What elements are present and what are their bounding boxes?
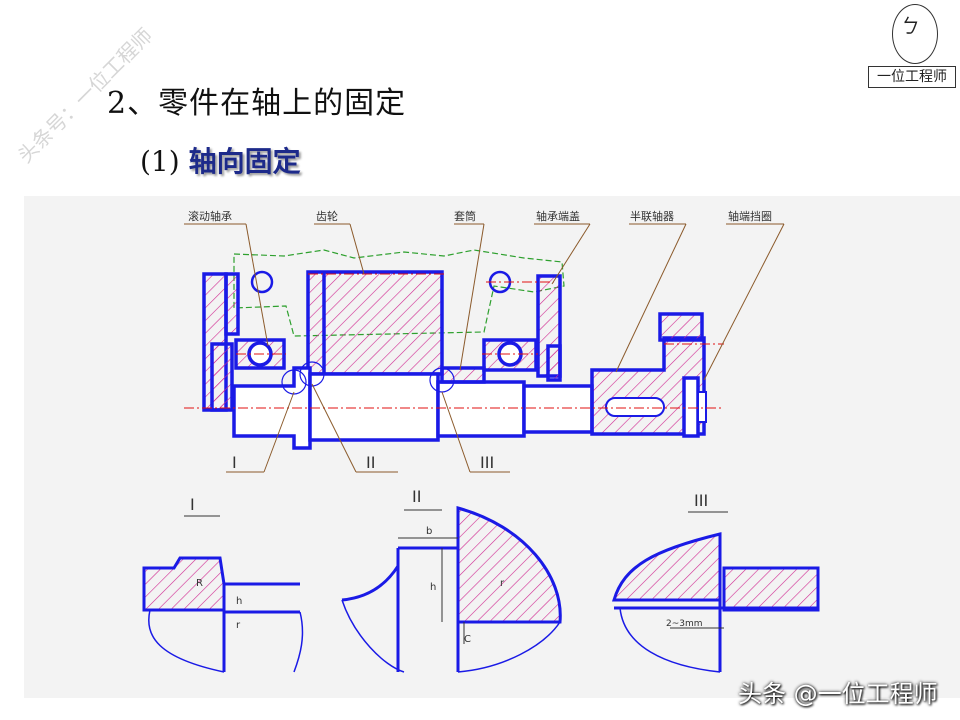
detail-1-title: I — [190, 495, 195, 514]
detail-1: I R h r — [142, 495, 304, 673]
logo-circle — [892, 4, 938, 64]
leader-lines — [184, 223, 785, 473]
logo-mark: ㄅ — [898, 14, 918, 38]
label-r1: I — [232, 453, 237, 472]
label-gear: 齿轮 — [316, 209, 338, 223]
detail-circles — [281, 361, 455, 395]
subtitle: (1) 轴向固定 — [140, 140, 301, 180]
label-cover: 轴承端盖 — [536, 209, 580, 223]
detail-1-r: r — [236, 620, 241, 631]
detail-2-title: II — [412, 487, 421, 506]
label-r2: II — [366, 453, 375, 472]
detail-1-R: R — [196, 578, 203, 589]
logo-text: 一位工程师 — [868, 66, 956, 88]
detail-2-c: C — [464, 634, 471, 645]
detail-2: II b h r C — [341, 487, 562, 673]
gear — [306, 270, 444, 376]
detail-3: III 2~3mm — [611, 491, 820, 673]
detail-2-b: b — [426, 526, 432, 537]
logo: ㄅ 一位工程师 — [868, 4, 958, 88]
center-lines — [184, 273, 724, 409]
label-endplate: 轴端挡圈 — [728, 209, 772, 223]
end-plate — [682, 376, 700, 438]
diagram-svg: 滚动轴承 齿轮 套筒 轴承端盖 半联轴器 轴端挡圈 I II III I — [142, 209, 820, 673]
label-bearing: 滚动轴承 — [188, 209, 232, 223]
detail-3-gap: 2~3mm — [666, 619, 703, 629]
footer-watermark: 头条 @一位工程师 — [738, 680, 938, 708]
label-sleeve: 套筒 — [454, 209, 476, 223]
detail-2-h: h — [430, 582, 436, 593]
detail-3-title: III — [694, 491, 708, 510]
label-coupling: 半联轴器 — [630, 209, 674, 223]
subtitle-highlight: 轴向固定 — [188, 145, 301, 178]
subtitle-prefix: (1) — [140, 145, 189, 178]
page-title: 2、零件在轴上的固定 — [107, 86, 407, 121]
assembly — [202, 249, 707, 450]
housing-outline — [233, 249, 565, 337]
label-r3: III — [480, 453, 494, 472]
detail-1-h: h — [236, 596, 242, 607]
detail-2-r: r — [500, 578, 505, 589]
engineering-diagram: 滚动轴承 齿轮 套筒 轴承端盖 半联轴器 轴端挡圈 I II III I — [24, 196, 960, 698]
shaft — [232, 366, 312, 450]
sleeve — [440, 366, 486, 384]
